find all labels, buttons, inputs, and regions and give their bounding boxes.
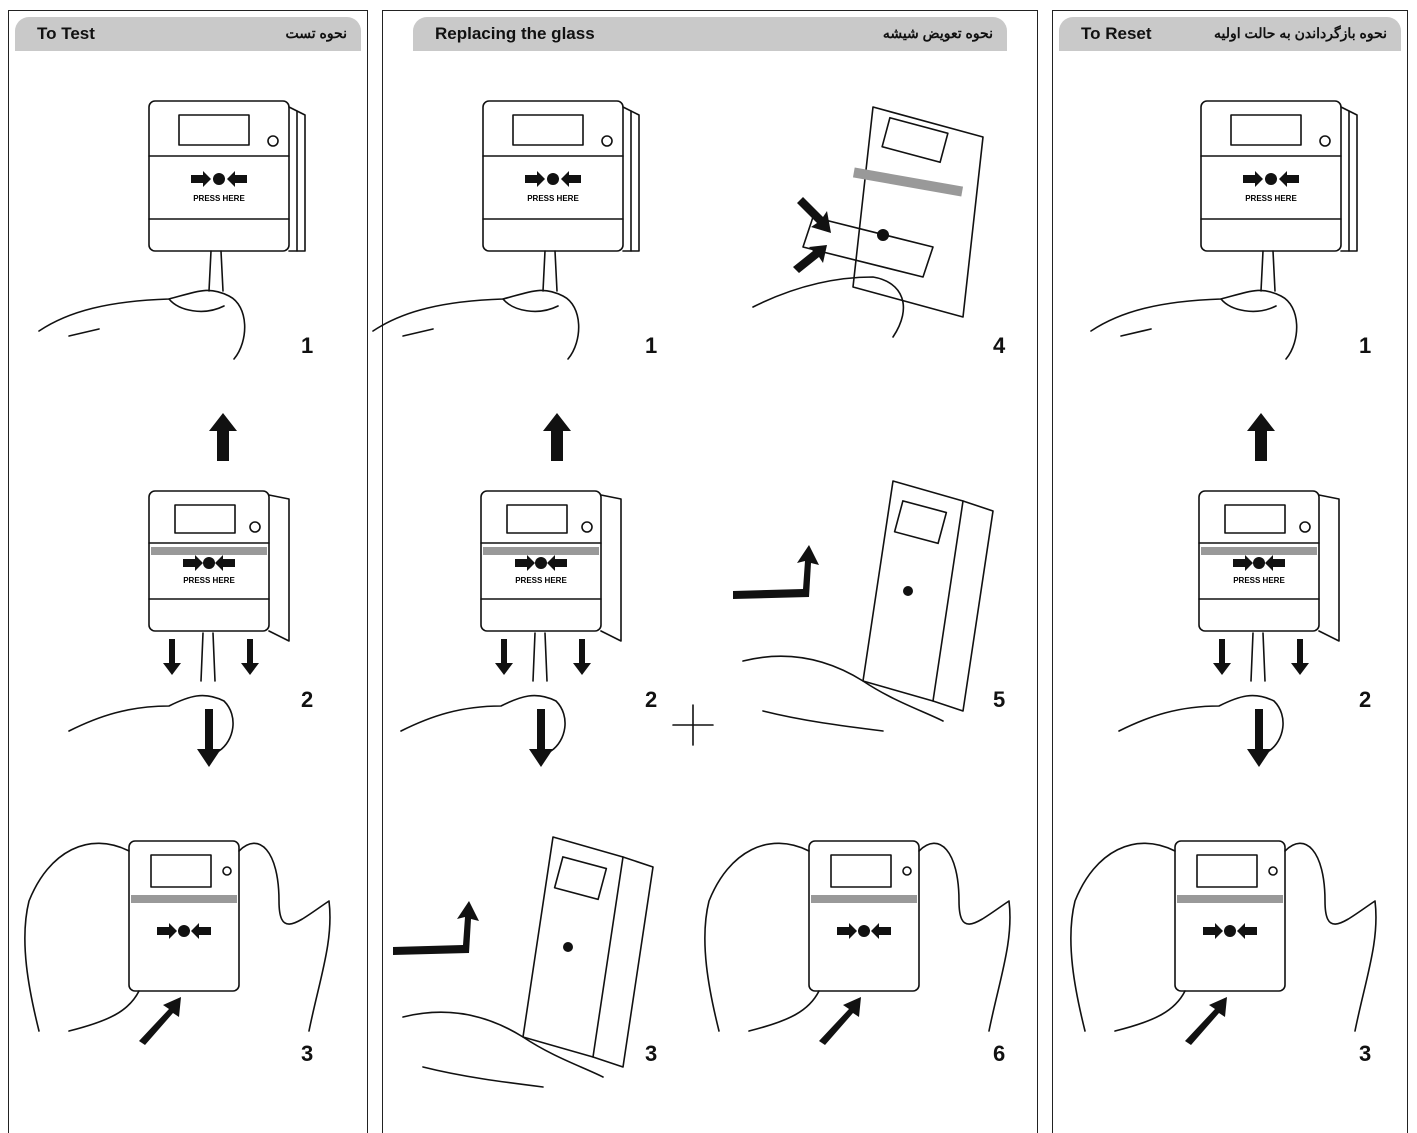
panel-title-fa: نحوه تعویض شیشه (883, 25, 993, 42)
step-number: 3 (1359, 1041, 1371, 1067)
step-number: 6 (993, 1041, 1005, 1067)
glass-step-2-illustration (481, 491, 641, 791)
step-number: 3 (301, 1041, 313, 1067)
step-number: 4 (993, 333, 1005, 359)
reset-step-2-illustration (1199, 491, 1359, 791)
test-step-3-illustration (129, 841, 329, 1061)
crosshair-mark (673, 705, 713, 745)
step-number: 1 (1359, 333, 1371, 359)
step-number: 2 (301, 687, 313, 713)
step-number: 2 (1359, 687, 1371, 713)
panel-header: To Reset نحوه بازگرداندن به حالت اولیه (1059, 17, 1401, 51)
glass-step-5-illustration (863, 481, 1003, 741)
glass-step-1-illustration (483, 101, 653, 371)
panel-to-reset: To Reset نحوه بازگرداندن به حالت اولیه 1… (1052, 10, 1408, 1133)
test-step-1-illustration (149, 101, 319, 371)
panel-title-en: To Reset (1081, 24, 1152, 44)
glass-step-4-illustration (833, 107, 1013, 347)
step-number: 5 (993, 687, 1005, 713)
panel-title-fa: نحوه تست (285, 25, 347, 42)
step-number: 1 (301, 333, 313, 359)
step-number: 1 (645, 333, 657, 359)
reset-step-1-illustration (1201, 101, 1371, 371)
reset-step-3-illustration (1175, 841, 1375, 1061)
glass-step-6-illustration (809, 841, 1009, 1061)
test-step-2-illustration (149, 491, 309, 791)
step-number: 2 (645, 687, 657, 713)
panel-header: Replacing the glass نحوه تعویض شیشه (413, 17, 1007, 51)
step-number: 3 (645, 1041, 657, 1067)
glass-step-3-illustration (523, 837, 663, 1097)
panel-header: To Test نحوه تست (15, 17, 361, 51)
panel-to-test: To Test نحوه تست 1 2 3 (8, 10, 368, 1133)
panel-title-fa: نحوه بازگرداندن به حالت اولیه (1214, 25, 1387, 42)
panel-replacing-glass: Replacing the glass نحوه تعویض شیشه 1 4 … (382, 10, 1038, 1133)
panel-title-en: To Test (37, 24, 95, 44)
panel-title-en: Replacing the glass (435, 24, 595, 44)
